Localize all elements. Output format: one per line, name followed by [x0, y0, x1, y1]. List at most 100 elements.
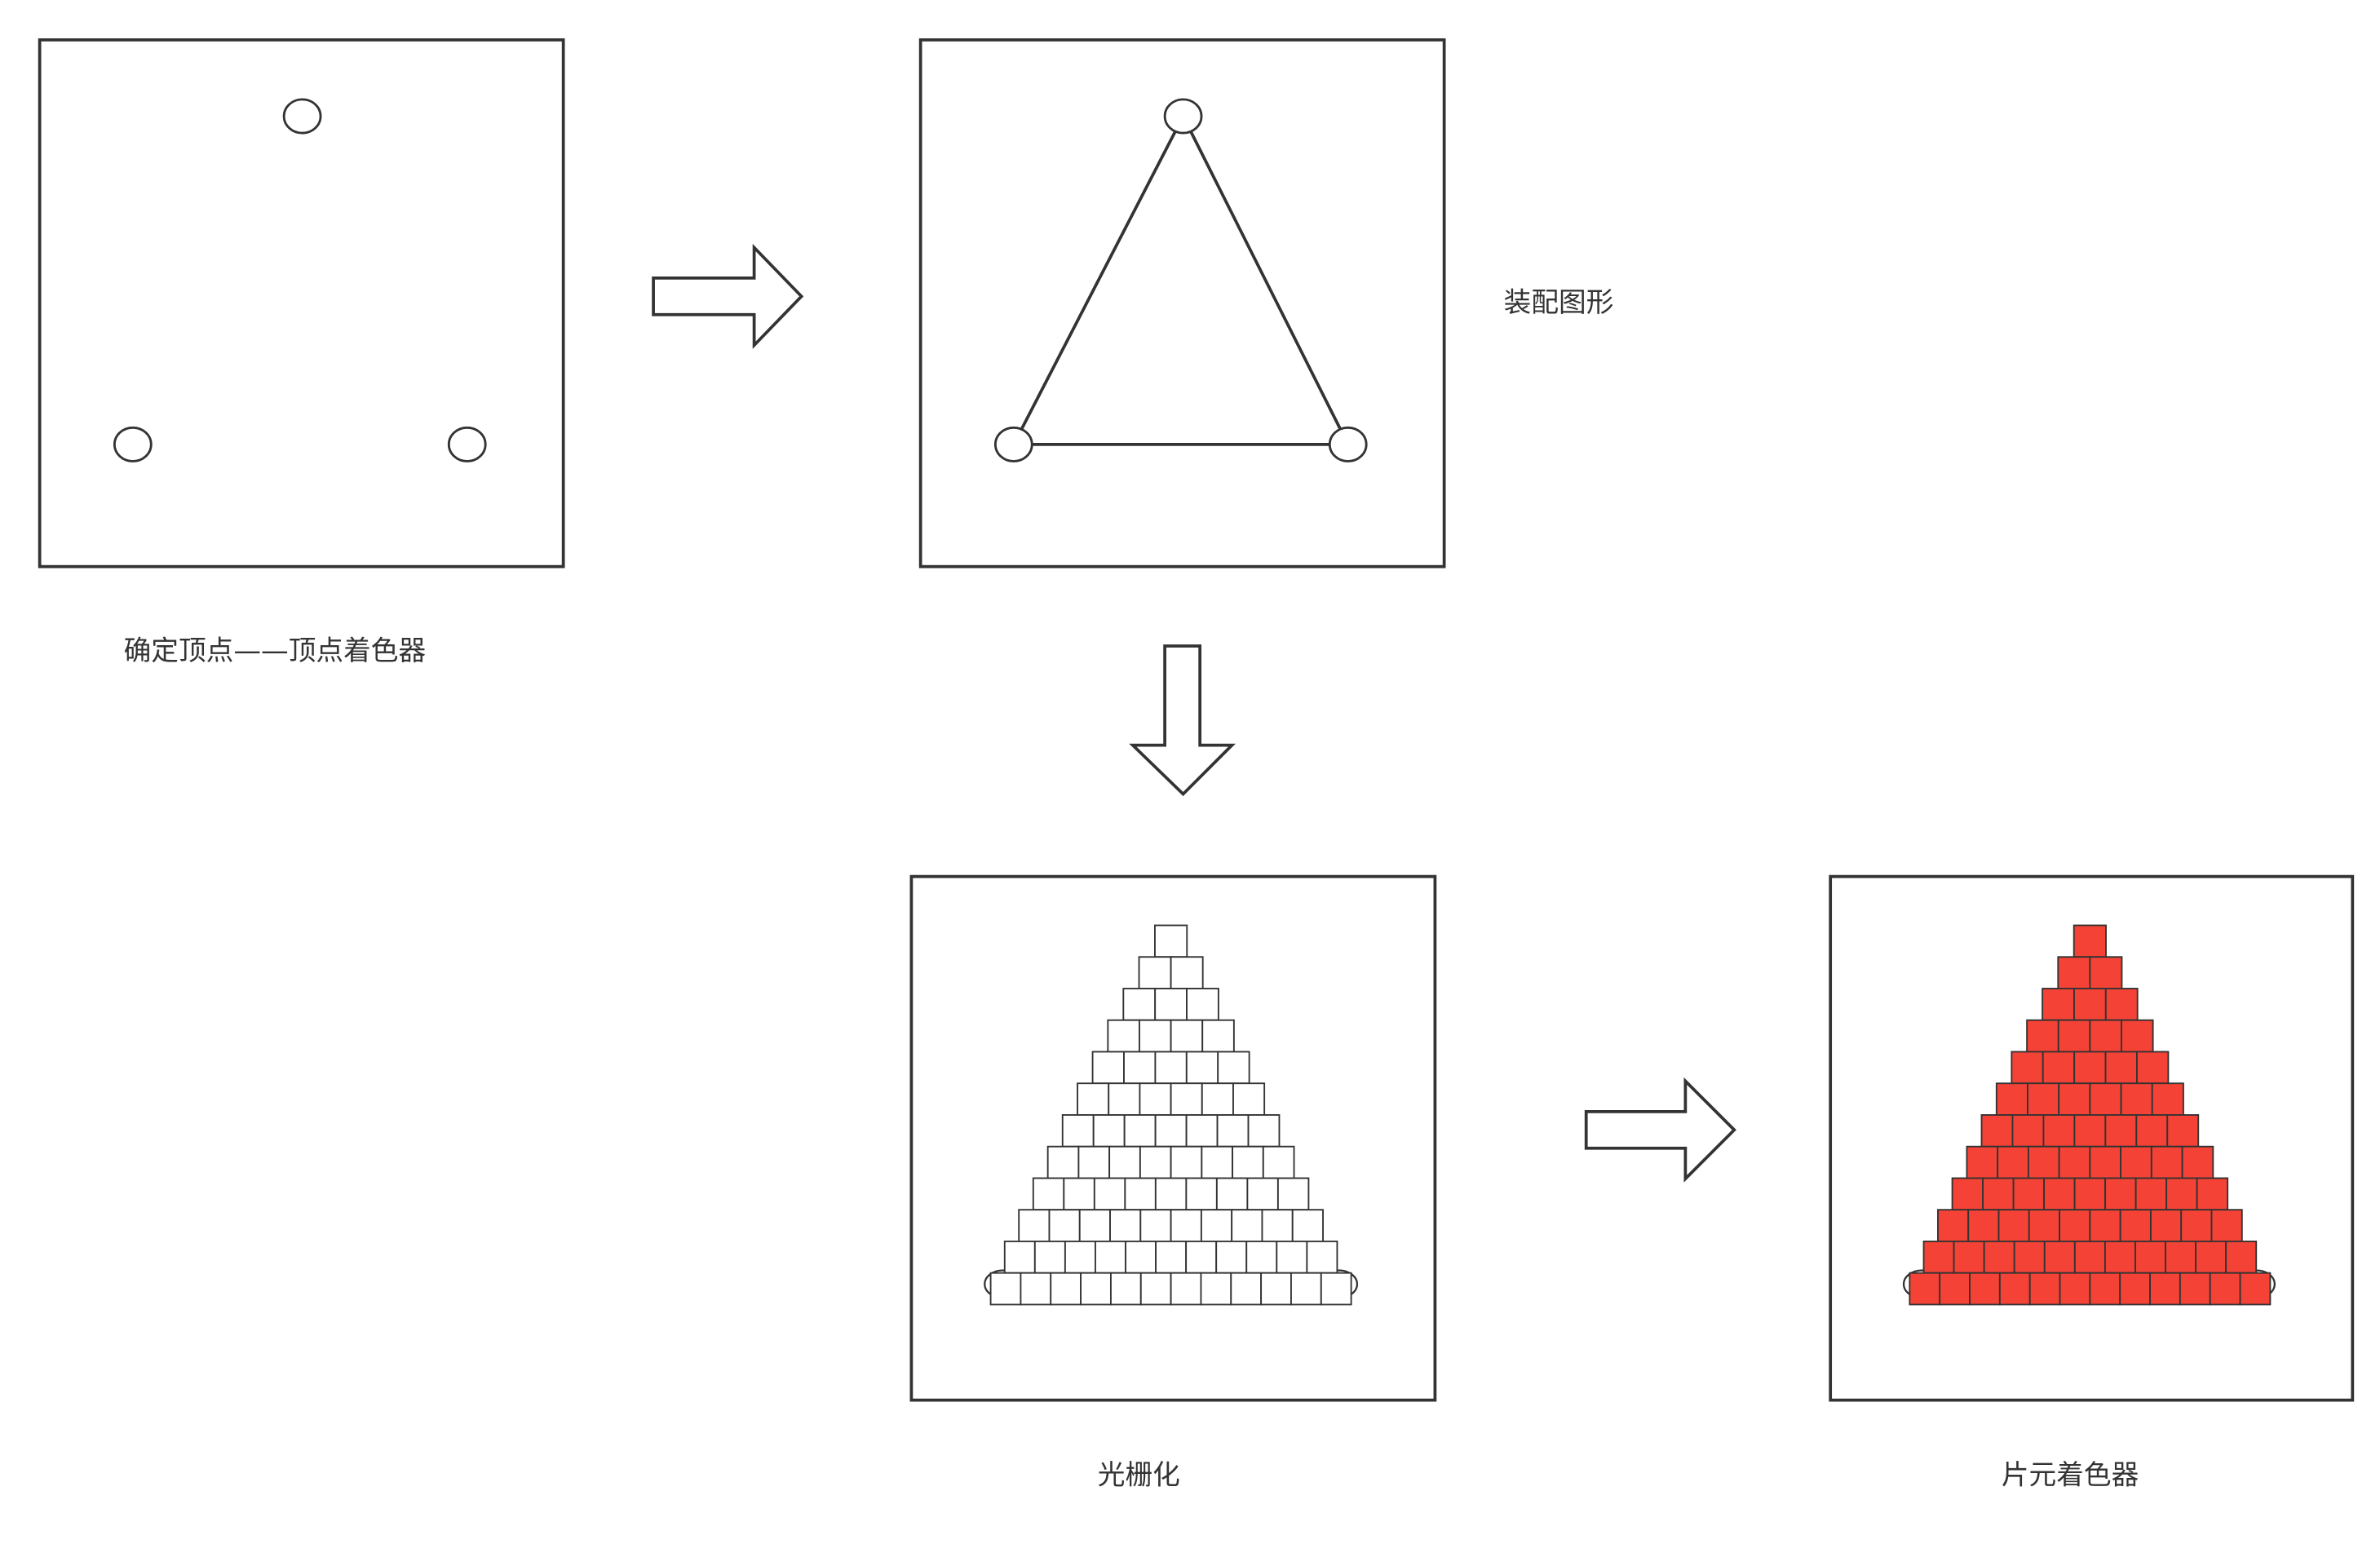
- fragment-pixel: [1939, 1272, 1971, 1306]
- fragment-pixel: [2011, 1114, 2045, 1148]
- fragment-pixel: [1966, 1145, 1999, 1179]
- raster-pixel: [1080, 1272, 1112, 1306]
- raster-pixel: [989, 1272, 1022, 1306]
- fragment-pixel: [2136, 1051, 2170, 1085]
- raster-pixel: [1201, 1082, 1234, 1116]
- fragment-pixel: [2104, 1114, 2138, 1148]
- fragment-pixel: [2057, 956, 2091, 989]
- fragment-pixel: [2058, 1145, 2091, 1179]
- fragment-pixel: [2165, 1241, 2197, 1274]
- fragment-pixel: [2012, 1177, 2046, 1211]
- raster-pixel: [1093, 1177, 1126, 1211]
- raster-pixel: [1050, 1272, 1082, 1306]
- fragment-pixel: [2058, 1082, 2091, 1116]
- raster-pixel: [1290, 1272, 1322, 1306]
- raster-pixel: [1077, 1145, 1111, 1179]
- vertex-bottom-left: [113, 426, 153, 462]
- raster-pixel: [1260, 1272, 1292, 1306]
- raster-pixel: [1200, 1209, 1233, 1242]
- raster-pixel: [1003, 1241, 1036, 1274]
- raster-pixel: [1154, 988, 1188, 1021]
- raster-pixel: [1276, 1177, 1310, 1211]
- raster-pixel: [1232, 1082, 1266, 1116]
- fragment-pixel: [2027, 1145, 2060, 1179]
- fragment-pixel: [1922, 1241, 1955, 1274]
- raster-pixel: [1262, 1145, 1295, 1179]
- fragment-pixel: [2089, 1209, 2121, 1242]
- raster-pixel: [1020, 1272, 1052, 1306]
- raster-pixel: [1170, 956, 1204, 989]
- fragment-pixel: [2151, 1082, 2184, 1116]
- raster-pixel: [1125, 1241, 1157, 1274]
- fragment-pixel: [1982, 1177, 2015, 1211]
- fragment-pixel: [1995, 1082, 2028, 1116]
- fragment-pixel: [2181, 1145, 2214, 1179]
- fragment-pixel: [2135, 1114, 2169, 1148]
- raster-pixel: [1048, 1209, 1081, 1242]
- fragment-pixel: [2239, 1272, 2272, 1306]
- raster-pixel: [1033, 1241, 1066, 1274]
- fragment-pixel: [2028, 1272, 2061, 1306]
- raster-pixel: [1046, 1145, 1080, 1179]
- fragment-pixel: [2042, 1051, 2076, 1085]
- fragment-pixel: [1997, 1209, 2030, 1242]
- assembly-panel: [918, 38, 1446, 569]
- fragment-pixel: [2195, 1241, 2227, 1274]
- fragment-pixel: [2043, 1177, 2076, 1211]
- raster-pixel: [1091, 1051, 1125, 1085]
- fragment-pixel: [2089, 956, 2123, 989]
- fragment-pixel: [2120, 1145, 2152, 1179]
- fragment-pixel: [2073, 1241, 2106, 1274]
- assembly-vertex-right: [1328, 426, 1368, 462]
- raster-pixel: [1063, 1177, 1095, 1211]
- fragment-pixel: [1998, 1272, 2031, 1306]
- arrow-right-icon-2: [1584, 1077, 1736, 1183]
- raster-pixel: [1077, 1082, 1110, 1116]
- fragment-pixel: [2150, 1209, 2183, 1242]
- raster-pixel: [1138, 956, 1172, 989]
- fragment-pixel: [2119, 1209, 2152, 1242]
- raster-pixel: [1095, 1241, 1126, 1274]
- raster-pixel: [1231, 1209, 1263, 1242]
- fragment-pixel: [2089, 1272, 2121, 1306]
- fragment-pixel: [1983, 1241, 2015, 1274]
- raster-pixel: [1139, 1209, 1172, 1242]
- raster-pixel: [1018, 1209, 1051, 1242]
- fragment-pixel: [2059, 1209, 2091, 1242]
- fragment-pixel: [2166, 1114, 2200, 1148]
- fragment-shader-caption: 片元着色器: [2002, 1459, 2139, 1491]
- raster-pixel: [1109, 1209, 1142, 1242]
- arrow-down-icon: [1129, 644, 1236, 797]
- fragment-pixel: [2073, 988, 2107, 1021]
- raster-pixel: [1215, 1177, 1249, 1211]
- raster-pixel: [1276, 1241, 1308, 1274]
- assembly-panel-frame: [918, 38, 1446, 569]
- fragment-pixel: [1951, 1177, 1984, 1211]
- raster-pixel: [1170, 1082, 1203, 1116]
- fragment-panel: [1829, 874, 2355, 1402]
- raster-pixel: [1092, 1114, 1126, 1148]
- raster-pixel: [1154, 924, 1188, 958]
- fragment-pixel: [2073, 924, 2107, 958]
- fragment-panel-frame: [1829, 874, 2355, 1402]
- raster-pixel: [1155, 1241, 1188, 1274]
- fragment-pixel-grid: [1909, 924, 2272, 1306]
- raster-pixel: [1215, 1241, 1248, 1274]
- fragment-pixel: [2089, 1145, 2122, 1179]
- raster-pixel: [1064, 1241, 1096, 1274]
- fragment-pixel: [2180, 1209, 2213, 1242]
- fragment-pixel: [2104, 1051, 2138, 1085]
- fragment-pixel: [2042, 988, 2075, 1021]
- raster-pixel: [1139, 1082, 1172, 1116]
- fragment-pixel: [2104, 1241, 2136, 1274]
- raster-pixel: [1154, 1051, 1188, 1085]
- fragment-pixel: [1937, 1209, 1970, 1242]
- fragment-pixel: [1953, 1241, 1985, 1274]
- raster-pixel: [1139, 1272, 1172, 1306]
- assembly-vertex-left: [993, 426, 1033, 462]
- fragment-pixel: [2042, 1114, 2076, 1148]
- raster-pixel: [1230, 1272, 1263, 1306]
- rasterization-caption: 光栅化: [1098, 1459, 1180, 1491]
- raster-pixel: [1185, 1241, 1218, 1274]
- raster-pixel: [1108, 1082, 1141, 1116]
